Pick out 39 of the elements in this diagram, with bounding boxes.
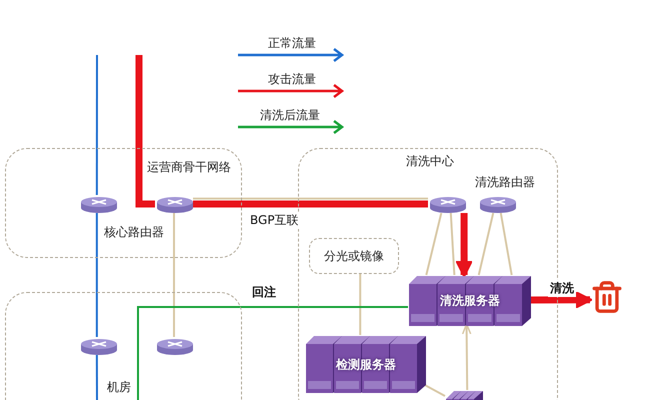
connector-line — [500, 212, 513, 276]
router-icon — [80, 196, 118, 214]
box-label: 分光或镜像 — [324, 248, 384, 264]
edge-label: BGP互联 — [248, 212, 301, 229]
dashed-box — [309, 238, 399, 274]
connector-line — [462, 323, 472, 390]
connector-line — [96, 55, 98, 195]
router-icon — [80, 338, 118, 356]
legend-label: 清洗后流量 — [260, 107, 320, 124]
router-icon — [479, 196, 517, 214]
router-label: 核心路由器 — [104, 224, 164, 241]
connector-line — [96, 213, 98, 337]
edge-label: 清洗 — [548, 280, 576, 297]
router-icon — [156, 338, 194, 356]
trash-icon — [590, 280, 620, 316]
zone-title: 清洗中心 — [406, 153, 454, 170]
connector-line — [137, 306, 408, 400]
router-label: 清洗路由器 — [475, 174, 535, 191]
router-icon — [429, 196, 467, 214]
connector-line — [425, 212, 442, 276]
legend-label: 正常流量 — [268, 35, 316, 52]
server-label: 清洗服务器 — [439, 292, 501, 310]
router-icon — [156, 196, 194, 214]
connector-line — [173, 213, 175, 337]
connector-line — [359, 273, 362, 335]
zone-title: 运营商骨干网络 — [147, 159, 231, 176]
connector-line — [193, 198, 428, 200]
legend-label: 攻击流量 — [268, 71, 316, 88]
connector-line — [450, 212, 456, 276]
connector-line — [424, 384, 446, 397]
traffic-arrow — [530, 291, 593, 309]
zone-border — [5, 292, 242, 400]
connector-line — [96, 355, 98, 400]
server-label: 检测服务器 — [334, 356, 397, 373]
zone-title: 机房 — [107, 379, 131, 396]
traffic-arrow — [455, 213, 473, 278]
connector-line — [478, 212, 494, 276]
edge-label: 回注 — [250, 284, 278, 301]
zone-border — [5, 148, 242, 258]
